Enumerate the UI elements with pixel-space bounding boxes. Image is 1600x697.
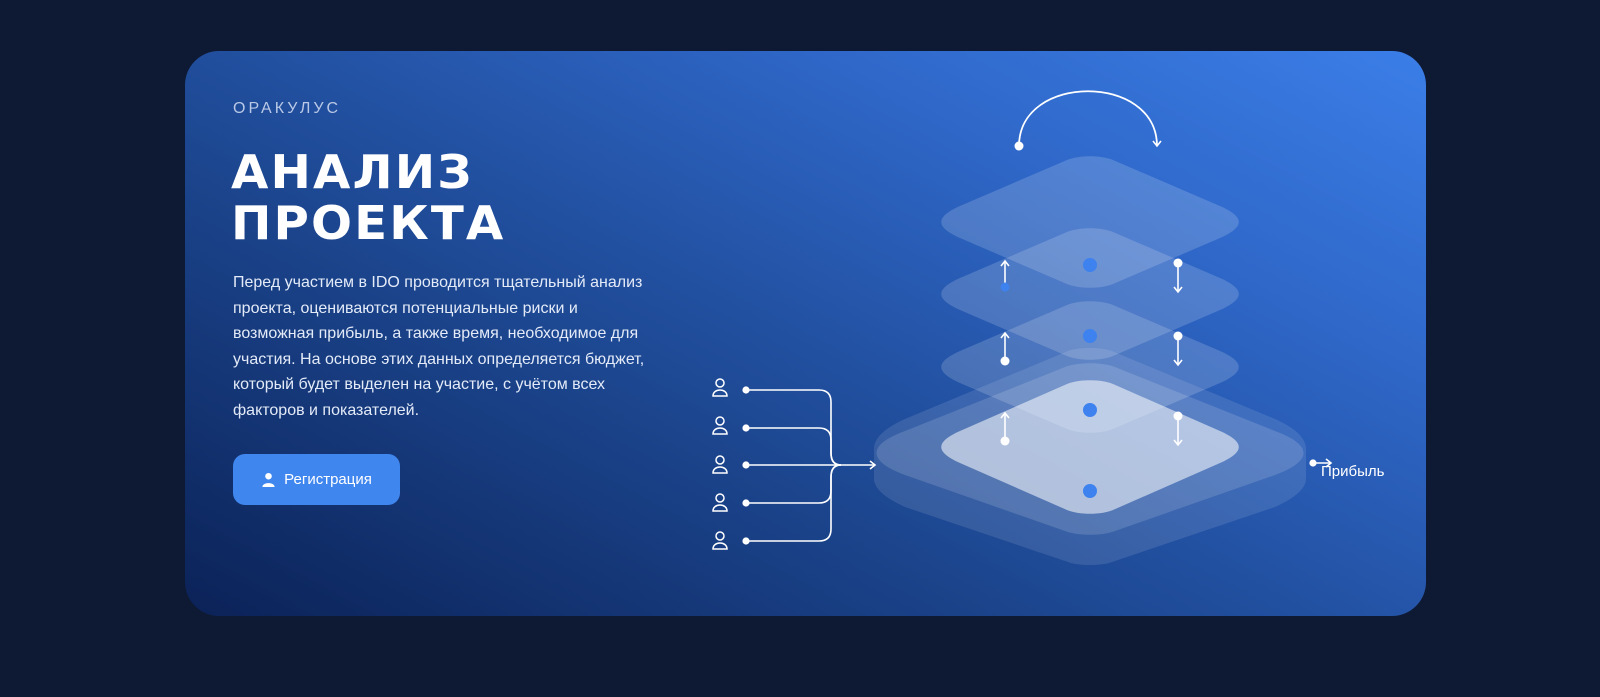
user-icon xyxy=(262,472,275,487)
section-title-line-1: АНАЛИЗ xyxy=(231,145,474,199)
down-arrows xyxy=(1173,258,1183,447)
participant-user-icon-5 xyxy=(712,531,728,550)
participant-user-icon-3 xyxy=(712,455,728,474)
participant-user-icon-2 xyxy=(712,416,728,435)
layers-diagram xyxy=(712,90,1333,565)
layer-3 xyxy=(941,301,1239,433)
participant-user-icon-1 xyxy=(712,378,728,397)
register-button-label: Регистрация xyxy=(284,471,372,488)
section-title: АНАЛИЗ ПРОЕКТА xyxy=(231,147,505,249)
profit-output xyxy=(1309,458,1333,468)
layer-2 xyxy=(941,228,1239,360)
loop-arrow xyxy=(1014,90,1162,151)
register-button[interactable]: Регистрация xyxy=(233,454,400,505)
section-description: Перед участием в IDO проводится тщательн… xyxy=(233,274,645,419)
profit-label: Прибыль xyxy=(1321,463,1385,480)
section-title-line-2: ПРОЕКТА xyxy=(231,196,506,250)
participant-connectors xyxy=(742,386,877,545)
layer-dots xyxy=(1083,258,1097,498)
section-eyebrow: ОРАКУЛУС xyxy=(233,100,342,117)
participant-user-icon-4 xyxy=(712,493,728,512)
participant-icons xyxy=(712,378,728,550)
up-arrows xyxy=(1000,259,1010,446)
analysis-card: ОРАКУЛУС АНАЛИЗ ПРОЕКТА Перед участием в… xyxy=(185,51,1426,616)
layer-1 xyxy=(941,156,1239,288)
layer-4 xyxy=(941,380,1239,514)
